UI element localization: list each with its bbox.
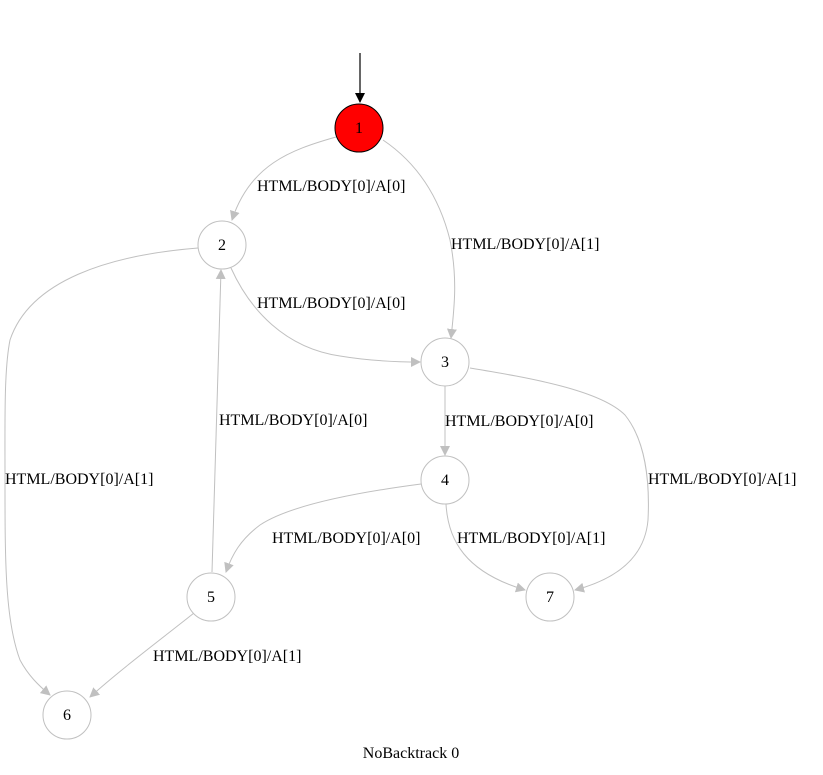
node-2: 2 bbox=[197, 220, 247, 270]
edge-4-to-7 bbox=[445, 503, 526, 593]
edge-label-5-to-6: HTML/BODY[0]/A[1] bbox=[153, 648, 301, 665]
diagram-caption: NoBacktrack 0 bbox=[363, 745, 459, 762]
edge-label-1-to-2: HTML/BODY[0]/A[0] bbox=[257, 178, 405, 195]
edge-label-3-to-4: HTML/BODY[0]/A[0] bbox=[445, 413, 593, 430]
node-1-circle bbox=[334, 103, 384, 153]
edge-4-to-5 bbox=[224, 483, 422, 573]
node-4-circle bbox=[420, 455, 470, 505]
edge-label-4-to-7: HTML/BODY[0]/A[1] bbox=[457, 530, 605, 547]
node-5-circle bbox=[186, 572, 236, 622]
node-3-label: 3 bbox=[441, 354, 449, 371]
node-5: 5 bbox=[186, 572, 236, 622]
edge-1-to-3 bbox=[382, 139, 457, 339]
edge-label-3-to-7: HTML/BODY[0]/A[1] bbox=[648, 471, 796, 488]
node-3-circle bbox=[420, 337, 470, 387]
node-4: 4 bbox=[420, 455, 470, 505]
edge-1-to-2 bbox=[230, 136, 337, 221]
node-1-label: 1 bbox=[355, 120, 363, 137]
node-4-label: 4 bbox=[441, 472, 449, 489]
edge-3-to-7 bbox=[469, 367, 649, 593]
edge-2-to-6 bbox=[4, 247, 199, 696]
edge-label-1-to-3: HTML/BODY[0]/A[1] bbox=[451, 236, 599, 253]
node-7-label: 7 bbox=[546, 589, 554, 606]
edge-label-5-to-2: HTML/BODY[0]/A[0] bbox=[219, 412, 367, 429]
node-6: 6 bbox=[42, 690, 92, 740]
node-6-label: 6 bbox=[63, 707, 71, 724]
node-2-circle bbox=[197, 220, 247, 270]
edge-2-to-3 bbox=[230, 267, 421, 367]
edge-5-to-6 bbox=[89, 612, 195, 698]
edge-5-to-2 bbox=[211, 269, 226, 573]
node-3: 3 bbox=[420, 337, 470, 387]
edge-label-4-to-5: HTML/BODY[0]/A[0] bbox=[272, 530, 420, 547]
node-6-circle bbox=[42, 690, 92, 740]
node-1: 1 bbox=[334, 103, 384, 153]
node-5-label: 5 bbox=[207, 589, 215, 606]
edge-label-2-to-3: HTML/BODY[0]/A[0] bbox=[257, 295, 405, 312]
node-2-label: 2 bbox=[218, 237, 226, 254]
node-7: 7 bbox=[525, 572, 575, 622]
edge-label-2-to-6: HTML/BODY[0]/A[1] bbox=[5, 471, 153, 488]
node-7-circle bbox=[525, 572, 575, 622]
